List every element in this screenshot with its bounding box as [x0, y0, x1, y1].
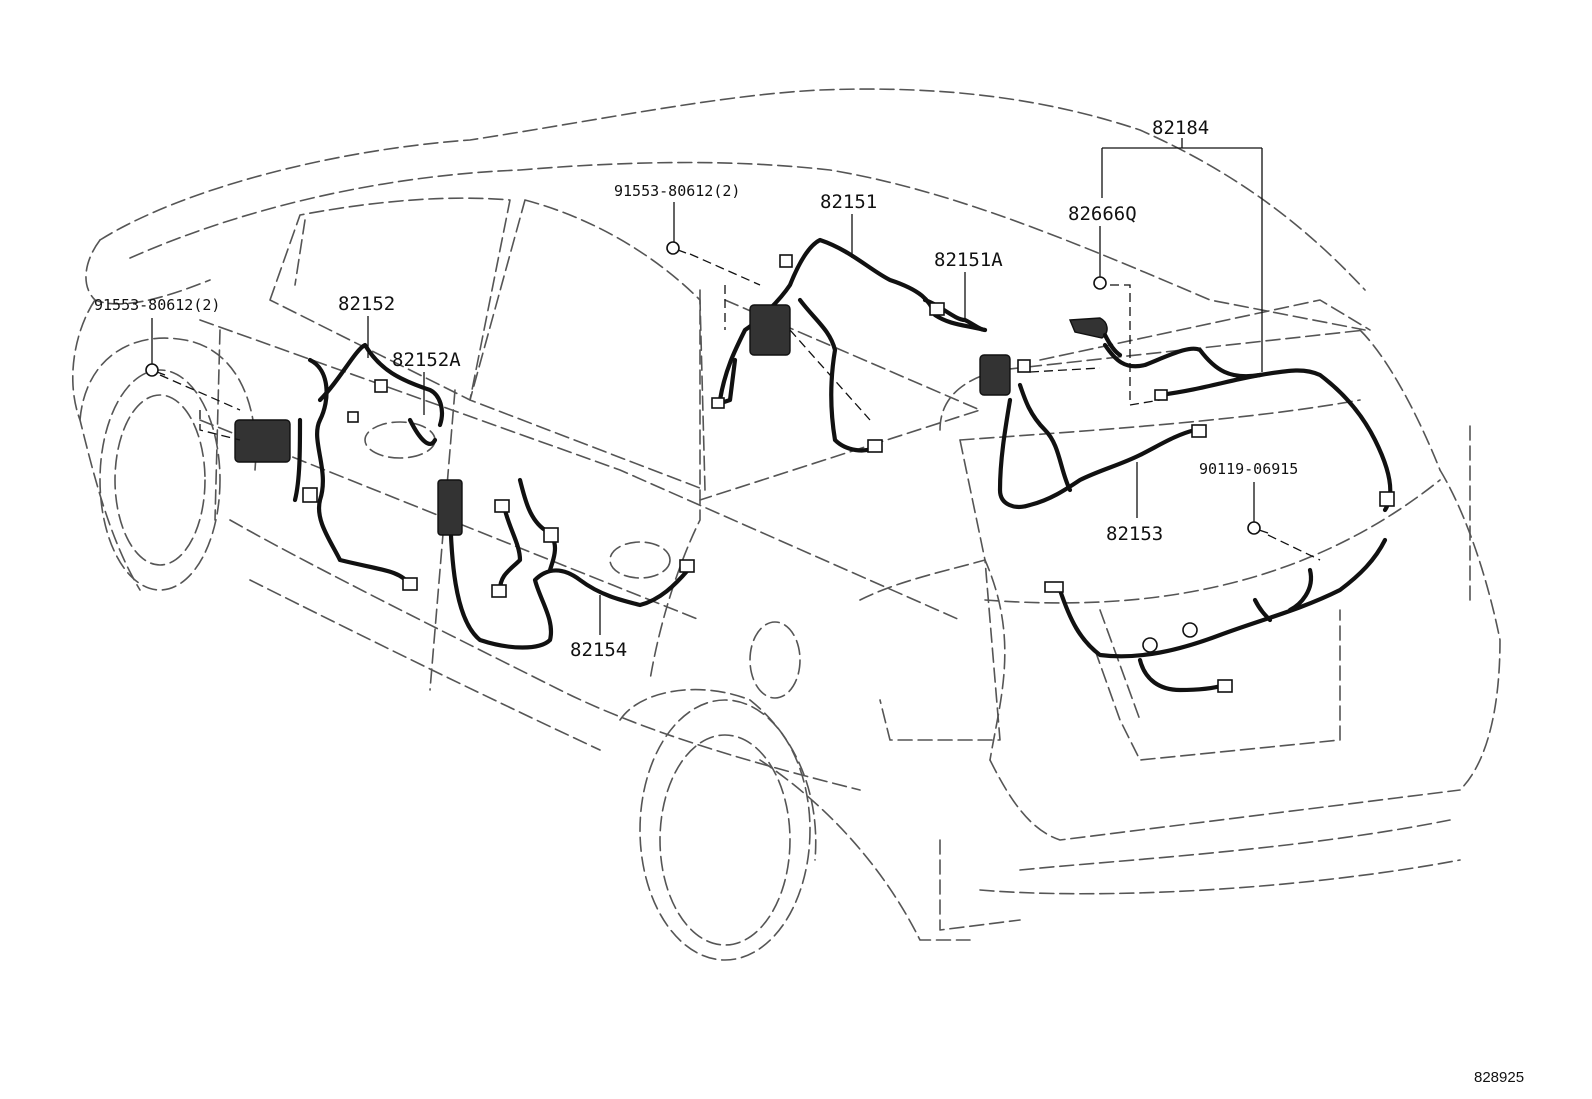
connector-82153-main — [979, 354, 1011, 396]
clip-82666Q — [1093, 276, 1107, 290]
connector-82152-b — [402, 577, 418, 591]
connector-82184-b — [1217, 679, 1233, 693]
harness-82153 — [979, 354, 1207, 509]
connector-82184-c — [1379, 491, 1395, 507]
label-82152: 82152 — [338, 293, 395, 315]
connector-82154-b — [491, 584, 507, 598]
bolt-left — [145, 363, 166, 377]
label-bolt-center: 91553-80612(2) — [614, 182, 740, 200]
connector-82154-main — [437, 479, 463, 536]
connector-82184-d — [1182, 622, 1198, 638]
connector-82152-main — [234, 419, 291, 463]
label-82151: 82151 — [820, 191, 877, 213]
harness-82152 — [234, 342, 445, 591]
label-82153: 82153 — [1106, 523, 1163, 545]
connector-82151-c — [711, 397, 725, 409]
label-82184: 82184 — [1152, 117, 1209, 139]
bolt-center — [666, 241, 687, 255]
part-labels: 91553-80612(2) 91553-80612(2) 82151 8215… — [94, 117, 1298, 661]
part-82666Q — [1068, 317, 1123, 358]
leader-lines — [151, 138, 1321, 635]
label-82666Q: 82666Q — [1068, 203, 1137, 225]
connector-82152-a — [302, 487, 318, 503]
connector-82154-d — [679, 559, 695, 573]
label-82151A: 82151A — [934, 249, 1003, 271]
connector-82151A — [929, 302, 945, 316]
connector-82154-c — [543, 527, 559, 543]
harness-82152A — [407, 417, 438, 446]
connector-82184-e — [1142, 637, 1158, 653]
vehicle-outline — [71, 88, 1501, 961]
connector-82153-b — [1017, 359, 1031, 373]
diagram-id: 828925 — [1474, 1069, 1524, 1086]
connector-82153-a — [1191, 424, 1207, 438]
connector-82184-a — [1044, 581, 1064, 593]
connector-82184-f — [1154, 389, 1168, 401]
label-bolt-left: 91553-80612(2) — [94, 296, 220, 314]
connector-82152-c — [374, 379, 388, 393]
connector-82154-a — [494, 499, 510, 513]
label-screw-rear: 90119-06915 — [1199, 460, 1298, 478]
connector-82151-a — [779, 254, 793, 268]
connector-82152-d — [347, 411, 359, 423]
connector-82151-b — [867, 439, 883, 453]
label-82152A: 82152A — [392, 349, 461, 371]
harness-82154 — [437, 477, 695, 650]
connector-82151-main — [749, 304, 791, 356]
harness-82151 — [711, 237, 988, 453]
harness-82184 — [1044, 342, 1395, 693]
screw-rear — [1247, 521, 1269, 535]
label-82154: 82154 — [570, 639, 627, 661]
